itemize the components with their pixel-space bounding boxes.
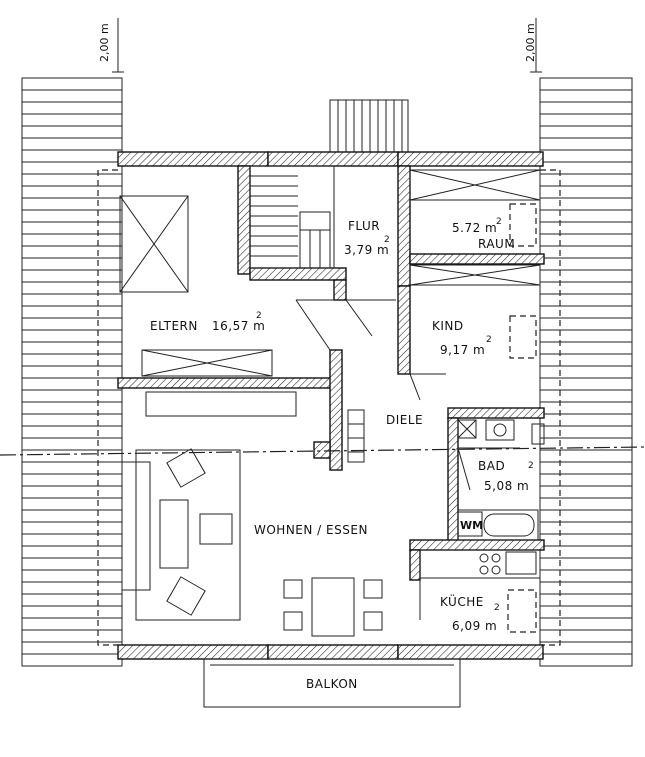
dimension-right-label: 2,00 m [524,23,537,62]
dimension-left: 2,00 m [98,18,124,73]
room-kind: KIND 9,17 m 2 [432,319,492,357]
bad-area-sup: 2 [528,461,534,471]
balkon-label: BALKON [306,677,358,691]
kitchen-fixtures [419,549,541,579]
room-kueche: KÜCHE 6,09 m 2 [440,593,500,633]
room-bad: BAD 5,08 m 2 [478,459,534,493]
top-balcony [329,99,409,153]
balkon: BALKON [203,658,461,708]
eltern-name: ELTERN [150,319,198,333]
washing-machine-label: WM [460,519,483,532]
flur-area-sup: 2 [384,235,390,245]
room-flur: FLUR 3,79 m 2 [344,219,390,257]
roof-right [539,77,633,667]
bathroom-fixtures: WM [457,419,545,541]
eltern-area: 16,57 m [212,319,265,333]
windows [141,169,541,417]
walls [117,151,545,660]
kind-name: KIND [432,319,464,333]
kueche-area-sup: 2 [494,603,500,613]
kind-area-sup: 2 [486,335,492,345]
bad-area: 5,08 m [484,479,529,493]
bad-name: BAD [478,459,505,473]
staircase [249,165,335,269]
living-room-furniture [121,448,383,637]
flur-name: FLUR [348,219,380,233]
wohnen-name: WOHNEN / ESSEN [254,523,368,537]
room-diele: DIELE [386,413,423,427]
diele-shelf [347,409,365,463]
room-eltern: ELTERN 16,57 m 2 [150,311,265,333]
kind-area: 9,17 m [440,343,485,357]
eltern-area-sup: 2 [256,311,262,321]
abstellraum-area: 5.72 m [452,221,497,235]
bed [119,195,189,293]
kueche-name: KÜCHE [440,593,484,609]
kueche-area: 6,09 m [452,619,497,633]
flur-area: 3,79 m [344,243,389,257]
room-wohnen: WOHNEN / ESSEN [254,523,368,537]
abstellraum-area-sup: 2 [496,217,502,227]
roof-left [21,77,123,667]
diele-name: DIELE [386,413,423,427]
dimension-left-label: 2,00 m [98,23,111,62]
dimension-right: 2,00 m [524,18,542,73]
doors [295,299,520,620]
abstellraum-name: RAUM [478,237,515,251]
room-abstellraum: 5.72 m 2 RAUM [452,217,515,251]
